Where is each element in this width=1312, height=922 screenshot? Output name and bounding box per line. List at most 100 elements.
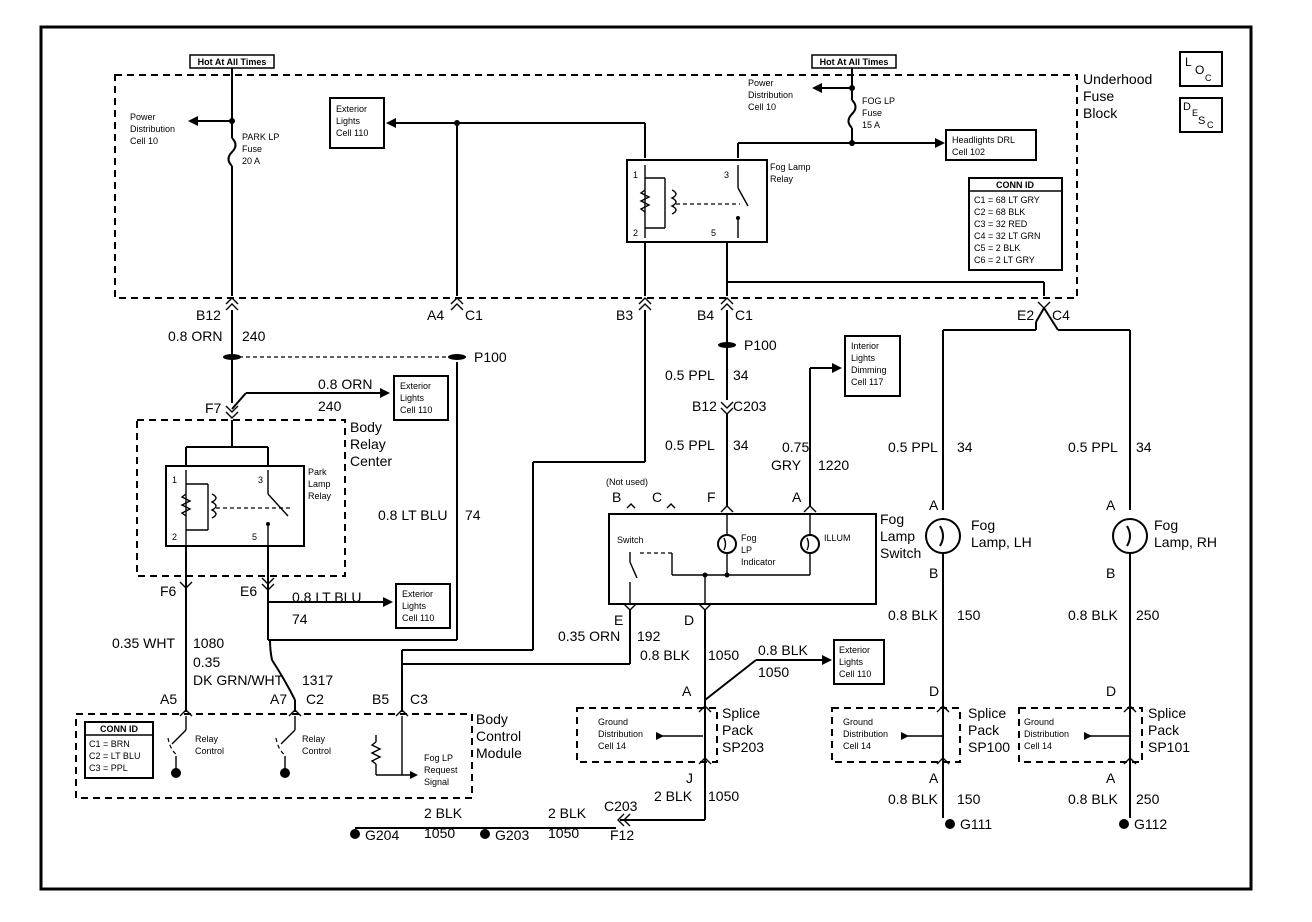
svg-text:0.8 ORN: 0.8 ORN: [168, 328, 222, 344]
svg-text:0.35: 0.35: [193, 654, 220, 670]
svg-text:1: 1: [633, 170, 638, 180]
ground-dist-3: Ground Distribution Cell 14: [1024, 717, 1072, 751]
svg-text:5: 5: [711, 228, 716, 238]
svg-text:E2: E2: [1017, 307, 1034, 323]
hot-tag-right: Hot At All Times: [811, 54, 897, 69]
svg-text:C4: C4: [1052, 307, 1070, 323]
svg-text:0.5 PPL: 0.5 PPL: [1068, 439, 1118, 455]
svg-text:74: 74: [292, 611, 308, 627]
fog-indicator-bulb-icon: [717, 534, 737, 554]
svg-text:ILLUM: ILLUM: [824, 533, 851, 543]
svg-text:0.8 BLK: 0.8 BLK: [888, 607, 938, 623]
svg-text:A4: A4: [427, 307, 444, 323]
svg-text:Hot At All Times: Hot At All Times: [198, 57, 267, 67]
svg-text:150: 150: [957, 607, 981, 623]
park-fuse-label: PARK LP Fuse 20 A: [242, 132, 282, 166]
svg-text:0.8 BLK: 0.8 BLK: [640, 647, 690, 663]
location-icon[interactable]: L O C: [1179, 51, 1223, 87]
svg-text:D: D: [929, 683, 939, 699]
svg-text:(Not used): (Not used): [606, 477, 648, 487]
svg-text:240: 240: [242, 328, 266, 344]
svg-text:0.35 ORN: 0.35 ORN: [558, 628, 620, 644]
fuse-block-conn-id: CONN ID C1 = 68 LT GRY C2 = 68 BLK C3 = …: [968, 177, 1063, 271]
svg-text:5: 5: [252, 532, 257, 542]
svg-text:74: 74: [465, 507, 481, 523]
svg-text:D: D: [1106, 683, 1116, 699]
body-control-module: [75, 713, 473, 799]
svg-text:C: C: [1207, 120, 1214, 130]
svg-text:1220: 1220: [818, 457, 849, 473]
svg-text:CONN ID: CONN ID: [100, 724, 139, 734]
sp203-title: Splice Pack SP203: [722, 705, 764, 755]
svg-text:0.5 PPL: 0.5 PPL: [888, 439, 938, 455]
svg-text:B: B: [1106, 565, 1115, 581]
sp101-title: Splice Pack SP101: [1148, 705, 1190, 755]
fog-request-signal: Fog LP Request Signal: [424, 753, 460, 787]
svg-text:0.8 ORN: 0.8 ORN: [318, 376, 372, 392]
svg-text:0.8 LT BLU: 0.8 LT BLU: [292, 589, 362, 605]
fog-lamp-switch: [608, 513, 877, 605]
svg-text:B3: B3: [616, 307, 633, 323]
ground-g111-icon: [945, 819, 955, 829]
svg-text:B: B: [612, 489, 621, 505]
body-relay-title: Body Relay Center: [350, 419, 392, 469]
svg-text:D: D: [1183, 101, 1191, 113]
description-icon[interactable]: D E S C: [1179, 97, 1223, 133]
sp100-title: Splice Pack SP100: [968, 705, 1010, 755]
page-frame: [39, 25, 1253, 891]
svg-text:1050: 1050: [758, 664, 789, 680]
power-dist-left: Power Distribution Cell 10: [130, 112, 178, 146]
ground-g204-icon: [350, 829, 360, 839]
svg-text:1317: 1317: [302, 672, 333, 688]
hot-tag-left: Hot At All Times: [189, 54, 275, 69]
svg-text:C1 = 68 LT GRY C2 = 68 B: C1 = 68 LT GRY C2 = 68 BLK C3 = 32 RED C…: [974, 195, 1043, 265]
svg-text:P100: P100: [744, 337, 777, 353]
svg-text:2: 2: [172, 532, 177, 542]
svg-text:J: J: [686, 770, 693, 786]
svg-text:2 BLK: 2 BLK: [424, 805, 463, 821]
fog-fuse-icon: [847, 99, 857, 129]
svg-text:A: A: [929, 770, 939, 786]
svg-text:0.75: 0.75: [782, 439, 809, 455]
svg-text:250: 250: [1136, 791, 1160, 807]
splice-pack-sp101: [1018, 707, 1143, 763]
svg-text:A: A: [682, 683, 692, 699]
svg-text:F: F: [707, 489, 716, 505]
svg-text:2: 2: [633, 228, 638, 238]
svg-text:F7: F7: [205, 400, 222, 416]
svg-text:G111: G111: [960, 816, 992, 832]
svg-text:34: 34: [1136, 439, 1152, 455]
svg-text:0.5 PPL: 0.5 PPL: [665, 437, 715, 453]
svg-text:3: 3: [258, 475, 263, 485]
svg-text:B5: B5: [372, 691, 389, 707]
svg-text:B4: B4: [697, 307, 714, 323]
svg-text:192: 192: [637, 628, 661, 644]
svg-text:O: O: [1195, 63, 1204, 77]
svg-text:S: S: [1198, 115, 1205, 127]
svg-text:E: E: [614, 612, 623, 628]
svg-text:1050: 1050: [424, 825, 455, 841]
power-dist-right: Power Distribution Cell 10: [748, 78, 796, 112]
svg-text:1050: 1050: [548, 825, 579, 841]
svg-text:P100: P100: [474, 349, 507, 365]
svg-text:1050: 1050: [708, 647, 739, 663]
splice-pack-sp203: [576, 707, 718, 763]
svg-text:A: A: [792, 489, 802, 505]
svg-text:F6: F6: [160, 583, 177, 599]
svg-text:G203: G203: [495, 827, 529, 843]
svg-text:GRY: GRY: [771, 457, 802, 473]
